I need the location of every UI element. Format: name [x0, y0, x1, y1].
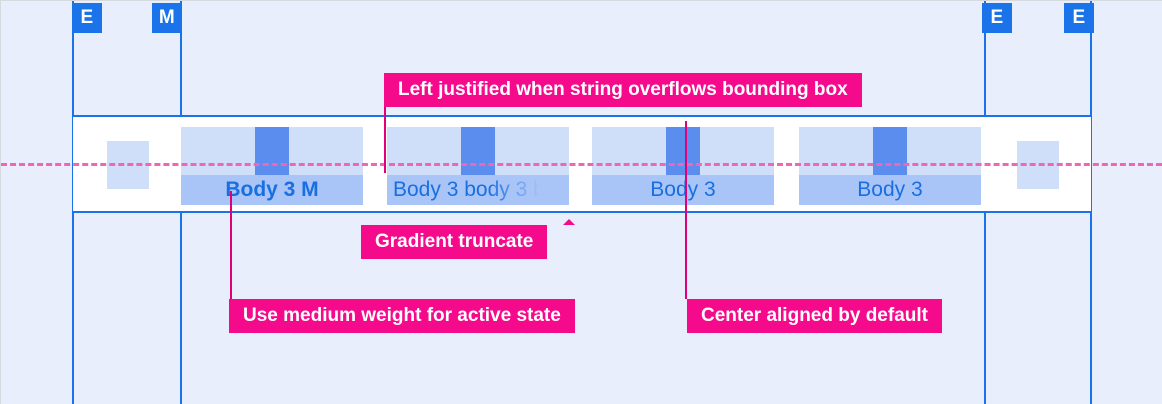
badge-edge-left-outer: E — [72, 3, 102, 33]
tab-item-2[interactable]: Body 3 body 3 b — [387, 127, 569, 205]
tab-label-2: Body 3 body 3 b — [393, 178, 545, 201]
tab-label-band: Body 3 body 3 b — [387, 175, 569, 205]
annotation-medium-weight: Use medium weight for active state — [229, 299, 575, 333]
badge-edge-right-inner: E — [982, 3, 1012, 33]
tab-glyph-icon — [666, 127, 700, 175]
badge-margin-left: M — [152, 3, 182, 33]
tab-label-1: Body 3 M — [225, 178, 319, 201]
vertical-center-guide — [1, 163, 1162, 166]
tab-bar-panel: Body 3 M Body 3 body 3 b Body 3 — [73, 115, 1091, 213]
tab-icon-band — [181, 127, 363, 175]
annotation-left-justified-leader — [384, 107, 386, 173]
annotation-center-aligned: Center aligned by default — [687, 299, 942, 333]
tab-item-4[interactable]: Body 3 — [799, 127, 981, 205]
tab-label-4: Body 3 — [857, 178, 923, 201]
annotation-medium-weight-leader — [230, 191, 232, 299]
tab-icon-band — [592, 127, 774, 175]
tab-icon-band — [799, 127, 981, 175]
tab-item-3[interactable]: Body 3 — [592, 127, 774, 205]
annotation-gradient-truncate: Gradient truncate — [361, 225, 548, 259]
tab-label-band: Body 3 — [799, 175, 981, 205]
tab-glyph-icon — [255, 127, 289, 175]
tab-item-1[interactable]: Body 3 M — [181, 127, 363, 205]
tab-glyph-icon — [461, 127, 495, 175]
annotation-gradient-truncate-notch — [563, 219, 575, 225]
tab-label-3: Body 3 — [650, 178, 716, 201]
badge-edge-right-outer: E — [1064, 3, 1094, 33]
tab-label-band: Body 3 — [592, 175, 774, 205]
guide-line-right-outer — [1090, 1, 1092, 404]
tab-label-band: Body 3 M — [181, 175, 363, 205]
annotation-center-aligned-leader — [685, 121, 687, 299]
annotation-left-justified: Left justified when string overflows bou… — [384, 73, 862, 107]
tab-glyph-icon — [873, 127, 907, 175]
tab-icon-band — [387, 127, 569, 175]
